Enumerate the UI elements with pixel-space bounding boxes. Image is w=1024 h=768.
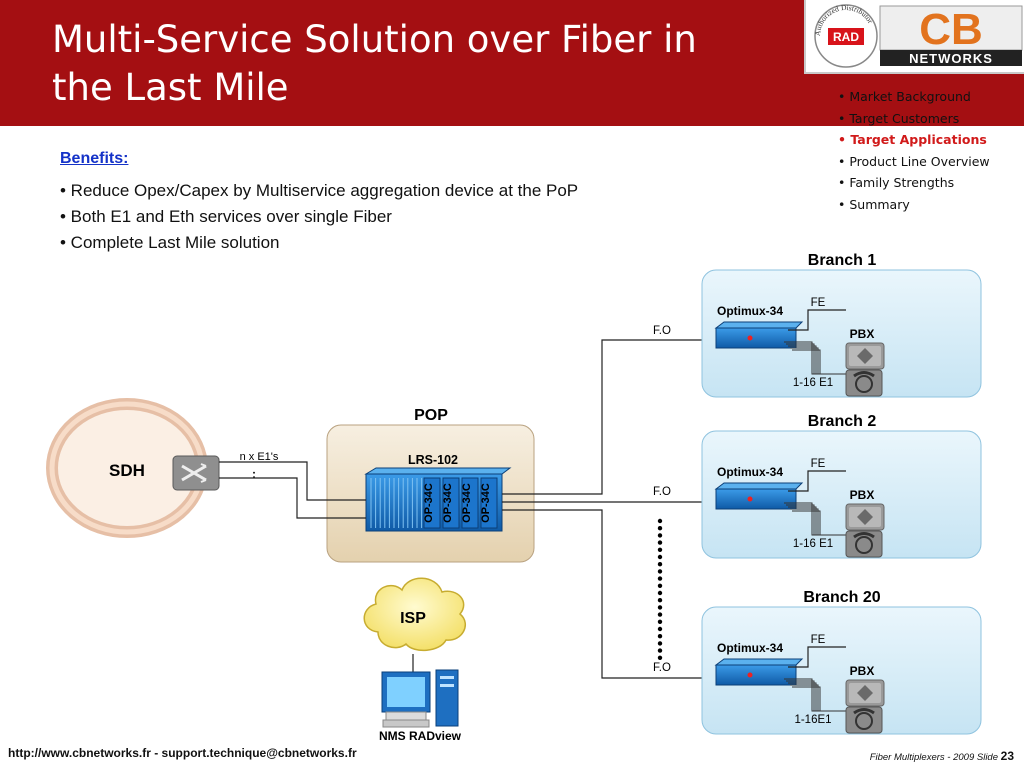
e1-link-dots: : — [252, 467, 256, 481]
pbx-label: PBX — [850, 488, 875, 502]
pbx-label: PBX — [850, 664, 875, 678]
op34c-card-label: OP-34C — [423, 483, 435, 523]
branch-group: Branch 2 Optimux-34F.O FE PBX 1-16 E1 — [653, 413, 982, 559]
logo-graphic: Authorized Distributor RAD CB NETWORKS — [813, 3, 1023, 68]
more-branches-dots — [657, 518, 663, 660]
nav-item[interactable]: • Target Customers — [838, 110, 960, 126]
pbx-label: PBX — [850, 327, 875, 341]
e1-range-label: 1-16E1 — [794, 714, 831, 726]
phone-icon — [844, 529, 884, 559]
footer-text: Fiber Multiplexers - 2009 Slide — [869, 752, 998, 763]
fiber-link-branch1 — [502, 339, 718, 495]
op34c-card — [442, 477, 460, 529]
nav-item[interactable]: • Summary — [838, 196, 910, 212]
page-number: 23 — [1000, 749, 1014, 763]
nms-computer-icon — [381, 669, 459, 728]
optimux-device-icon — [715, 664, 797, 686]
optimux-device-icon — [715, 327, 797, 349]
nav-item[interactable]: • Target Applications — [838, 132, 987, 147]
pbx-icon — [845, 503, 885, 531]
nms-label: NMS RADview — [379, 729, 462, 743]
rad-mark — [828, 28, 864, 45]
agenda-nav: • Market Background • Target Customers • T… — [838, 86, 990, 215]
lrs-label: LRS-102 — [408, 453, 458, 467]
nav-item[interactable]: • Family Strengths — [838, 175, 955, 190]
fiber-label: F.O — [653, 325, 671, 337]
e1-range-label: 1-16 E1 — [793, 377, 833, 389]
op34c-card-label: OP-34C — [461, 483, 473, 523]
footer-slide-number: Fiber Multiplexers - 2009 Slide 23 — [870, 749, 1014, 763]
optimux-device-icon — [715, 488, 797, 510]
fiber-label: F.O — [653, 662, 671, 674]
benefit-item: • Complete Last Mile solution — [60, 233, 280, 252]
e1-range-label: 1-16 E1 — [793, 538, 833, 550]
rad-text: RAD — [833, 30, 859, 44]
footer-link[interactable]: http://www.cbnetworks.fr - support.techn… — [8, 746, 357, 760]
networks-text: NETWORKS — [909, 51, 993, 66]
branch-box — [701, 430, 982, 559]
branch-box — [701, 606, 982, 735]
slide-title: Multi-Service Solution over Fiber in the… — [52, 18, 697, 109]
branch-box — [701, 269, 982, 398]
op34c-card-label: OP-34C — [442, 483, 454, 523]
phone-icon — [844, 705, 884, 735]
op34c-card-label: OP-34C — [480, 483, 492, 523]
e1-link-label: n x E1's — [240, 451, 279, 463]
branch-title: Branch 1 — [808, 252, 877, 269]
isp-cloud: ISP — [363, 577, 466, 652]
fe-label: FE — [811, 297, 826, 309]
fiber-label: F.O — [653, 486, 671, 498]
branch-title: Branch 2 — [808, 413, 877, 430]
op34c-card — [480, 477, 498, 529]
benefits-list: • Reduce Opex/Capex by Multiservice aggr… — [60, 178, 578, 256]
op34c-card — [461, 477, 479, 529]
optimux-label: Optimux-34 — [717, 641, 783, 655]
sdh-label: SDH — [109, 461, 145, 480]
benefit-item: • Reduce Opex/Capex by Multiservice aggr… — [60, 181, 579, 200]
branch-group: Branch 1 Optimux-34F.O FE PBX 1-16 E1 — [653, 252, 982, 398]
pop-title: POP — [414, 407, 448, 424]
fe-label: FE — [811, 634, 826, 646]
nav-item[interactable]: • Product Line Overview — [838, 153, 990, 169]
fe-label: FE — [811, 458, 826, 470]
nav-item[interactable]: • Market Background — [838, 89, 971, 104]
optimux-label: Optimux-34 — [717, 465, 783, 479]
company-logo: Authorized Distributor RAD CB NETWORKS — [804, 0, 1024, 74]
phone-icon — [844, 368, 884, 398]
pbx-icon — [845, 342, 885, 370]
optimux-label: Optimux-34 — [717, 304, 783, 318]
isp-label: ISP — [400, 610, 426, 627]
benefits-heading: Benefits: — [60, 150, 129, 167]
branch-title: Branch 20 — [803, 589, 880, 606]
sdh-switch-icon — [172, 455, 220, 491]
fiber-link-branch20 — [502, 509, 718, 679]
branch-group: Branch 20 Optimux-34F.O FE PBX 1-16E1 — [653, 589, 982, 735]
cb-text: CB — [919, 5, 983, 54]
op34c-card — [423, 477, 441, 529]
pbx-icon — [845, 679, 885, 707]
benefit-item: • Both E1 and Eth services over single F… — [60, 207, 392, 226]
